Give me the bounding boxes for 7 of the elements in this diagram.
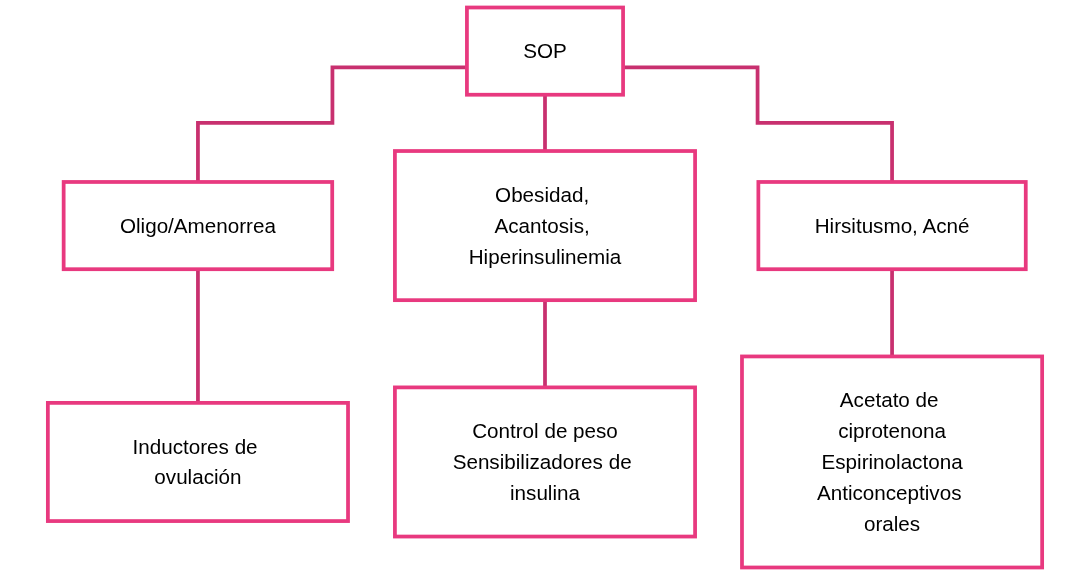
node-box: Inductores de ovulación — [45, 401, 350, 523]
node-box: Obesidad, Acantosis, Hiperinsulinemia — [393, 149, 697, 303]
node-box: Oligo/Amenorrea — [61, 180, 335, 272]
node-box: Control de peso Sensibilizadores de insulina — [393, 385, 697, 539]
node-box: SOP — [465, 5, 625, 97]
node-box: Acetato de ciprotenona Espirinolactona Anticonceptivos orales — [740, 354, 1045, 570]
node-box: Hirsitusmo, Acné — [756, 180, 1028, 272]
